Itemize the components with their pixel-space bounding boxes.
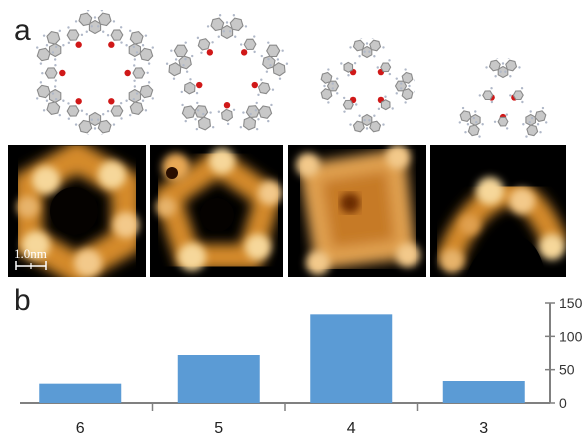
y-tick-label: 150 xyxy=(559,295,583,311)
x-tick-label: 4 xyxy=(347,420,356,435)
y-tick-label: 0 xyxy=(559,395,567,411)
molecule-atoms xyxy=(165,14,289,131)
y-tick-label: 100 xyxy=(559,328,583,344)
bar-4 xyxy=(310,314,393,403)
x-tick-label: 3 xyxy=(479,420,488,435)
stm-image-trimer xyxy=(430,145,566,277)
scale-bar-label: 1.0nm xyxy=(14,246,47,261)
tetramer-molecule-structure xyxy=(320,38,415,133)
panel-a-label: a xyxy=(14,14,31,47)
bar-chart: 0 50 100 150 6 5 4 3 xyxy=(20,295,583,435)
bar-5 xyxy=(177,355,260,403)
bar-6 xyxy=(39,383,122,403)
y-tick-label: 50 xyxy=(559,362,575,378)
stm-image-hexamer: 1.0nm xyxy=(8,145,146,277)
x-tick-label: 5 xyxy=(214,420,223,435)
molecule-atoms xyxy=(36,10,154,135)
molecule-atoms xyxy=(458,58,548,138)
molecule-atoms xyxy=(320,38,415,133)
stm-image-pentamer xyxy=(150,145,283,277)
panel-b-label: b xyxy=(14,284,31,317)
pentamer-molecule-structure xyxy=(165,14,289,131)
stm-image-tetramer xyxy=(288,145,426,277)
bar-3 xyxy=(442,381,525,403)
scale-bar: 1.0nm xyxy=(14,246,47,270)
hexamer-molecule-structure xyxy=(36,10,154,135)
x-tick-label: 6 xyxy=(76,420,85,435)
trimer-molecule-structure xyxy=(458,58,548,138)
